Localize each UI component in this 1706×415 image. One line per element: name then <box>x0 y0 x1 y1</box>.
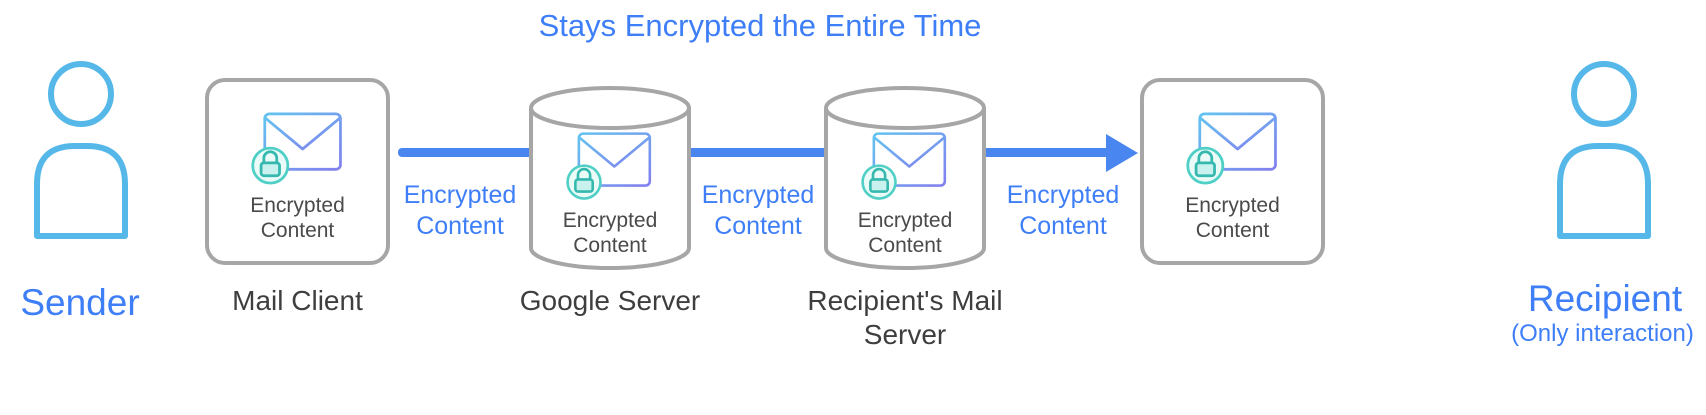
flow-label-2: Encrypted Content <box>701 181 815 241</box>
sender-person-icon <box>34 61 128 239</box>
node-recipient-client: Encrypted Content <box>1140 78 1325 265</box>
flow-label-3: Encrypted Content <box>1006 181 1120 241</box>
encrypted-envelope-icon <box>566 132 652 200</box>
node-recipient-mail-server: Encrypted Content <box>823 84 987 272</box>
lock-badge-icon <box>250 146 289 185</box>
recipient-sublabel: (Only interaction) <box>1511 320 1694 347</box>
node-inner-label: Encrypted Content <box>250 194 345 242</box>
lock-badge-icon <box>566 164 602 200</box>
encrypted-envelope-icon <box>861 132 947 200</box>
caption-google-server: Google Server <box>519 285 701 316</box>
node-google-server: Encrypted Content <box>528 84 692 272</box>
node-inner-label: Encrypted Content <box>857 209 953 257</box>
flow-label-1: Encrypted Content <box>403 181 517 241</box>
node-inner-label: Encrypted Content <box>1185 194 1280 242</box>
caption-mail-client: Mail Client <box>232 285 363 316</box>
encrypted-envelope-icon <box>250 112 342 185</box>
recipient-person-icon <box>1557 61 1651 239</box>
lock-badge-icon <box>861 164 897 200</box>
flow-arrow-line <box>398 148 1110 157</box>
recipient-label: Recipient <box>1527 278 1683 319</box>
node-inner-label: Encrypted Content <box>562 209 658 257</box>
node-mail-client: Encrypted Content <box>205 78 390 265</box>
sender-label: Sender <box>20 282 140 323</box>
flow-arrow-head-icon <box>1106 134 1138 172</box>
caption-recipient-mail-server: Recipient's Mail Server <box>807 285 1003 350</box>
diagram-title: Stays Encrypted the Entire Time <box>538 8 982 43</box>
lock-badge-icon <box>1185 146 1224 185</box>
encrypted-envelope-icon <box>1185 112 1277 185</box>
